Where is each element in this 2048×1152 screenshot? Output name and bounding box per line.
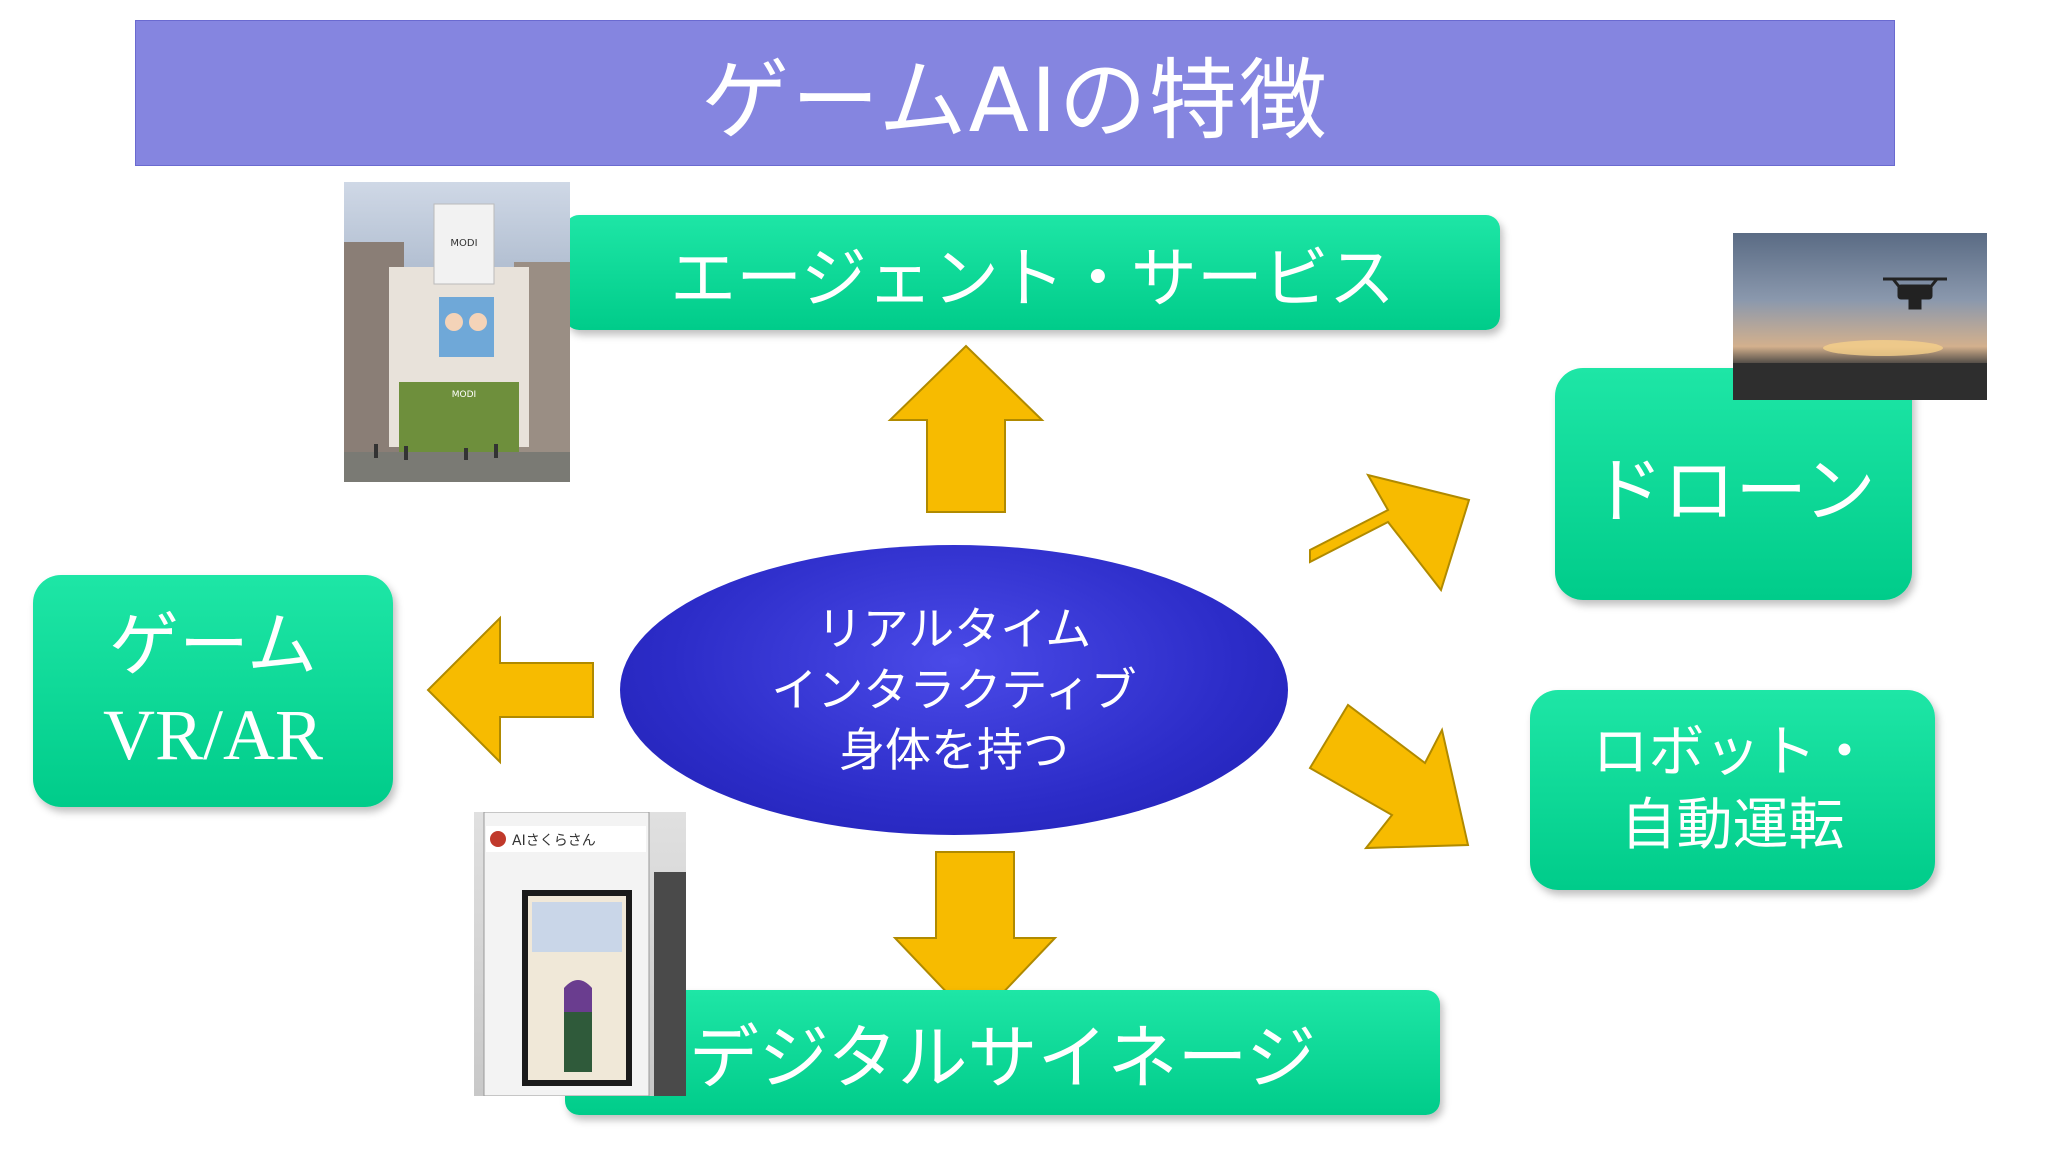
drone-photo (1733, 233, 1987, 400)
kiosk-header-text: AIさくらさん (512, 833, 596, 849)
drone-icon (1883, 277, 1947, 310)
vr-ar-label: VR/AR (102, 694, 324, 775)
slide-title: ゲームAIの特徴 (701, 48, 1329, 152)
arrow-upper-right (1309, 473, 1471, 593)
building-photo: MODI MODI (344, 182, 570, 482)
robot-label: ロボット・ (1592, 720, 1873, 786)
autonomous-driving-label: 自動運転 (1620, 793, 1845, 858)
agent-service-label: エージェント・サービス (670, 239, 1395, 317)
game-vr-ar-box: ゲーム VR/AR (33, 575, 393, 807)
arrow-down (892, 851, 1058, 1024)
modi-lower-sign: MODI (452, 390, 476, 400)
drone-box: ドローン (1555, 368, 1912, 600)
center-line-realtime: リアルタイム (816, 601, 1092, 656)
title-banner: ゲームAIの特徴 (135, 20, 1895, 166)
digital-signage-label: デジタルサイネージ (688, 1017, 1317, 1099)
agent-service-box: エージェント・サービス (565, 215, 1500, 330)
arrow-lower-right (1308, 703, 1470, 850)
center-line-interactive: インタラクティブ (771, 662, 1137, 717)
kiosk-photo: AIさくらさん (474, 812, 686, 1096)
drone-label: ドローン (1591, 448, 1876, 533)
digital-signage-box: デジタルサイネージ (565, 990, 1440, 1115)
center-ellipse: リアルタイム インタラクティブ 身体を持つ (620, 545, 1288, 835)
arrow-up (887, 344, 1045, 513)
arrow-left (426, 615, 594, 765)
modi-top-sign: MODI (450, 238, 477, 249)
center-line-embodied: 身体を持つ (839, 723, 1069, 778)
robot-driving-box: ロボット・ 自動運転 (1530, 690, 1935, 890)
game-label: ゲーム (109, 604, 317, 687)
